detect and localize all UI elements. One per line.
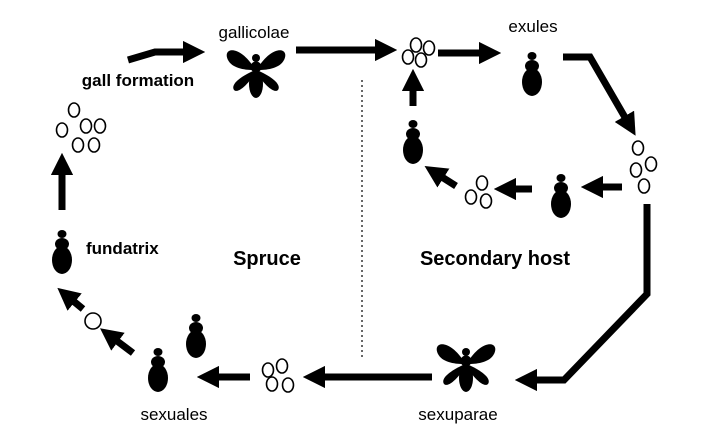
fundatrix-aphid-icon — [42, 221, 82, 280]
single-egg-icon — [84, 312, 102, 330]
secondary-host-aphid-icon — [541, 165, 581, 224]
fundatrix-label: fundatrix — [86, 239, 159, 258]
arrow-eggs-to-exules-generation — [424, 165, 458, 189]
sexuales-aphid-icon-1 — [176, 305, 216, 364]
eggs-gallicolae-group — [401, 37, 436, 68]
exules-label: exules — [508, 17, 557, 36]
arrow-sexuales-to-egg — [100, 328, 136, 356]
sexuparae-winged-aphid-icon — [436, 338, 496, 397]
eggs-right-group — [629, 140, 658, 194]
arrow-egg-to-fundatrix — [57, 287, 86, 312]
secondary-host-label: Secondary host — [420, 248, 570, 270]
eggs-bottom-group — [261, 358, 295, 393]
sexuales-aphid-icon-2 — [138, 339, 178, 398]
eggs-gall-formation-group — [55, 102, 107, 153]
exules-generation-aphid-icon — [393, 111, 433, 170]
arrow-to-sexuparae — [514, 204, 651, 392]
sexuales-label: sexuales — [140, 405, 207, 424]
arrow-gall-to-gallicolae — [127, 40, 206, 64]
gallicolae-label: gallicolae — [219, 23, 290, 42]
sexuparae-label: sexuparae — [418, 405, 497, 424]
gallicolae-winged-aphid-icon — [226, 44, 286, 103]
eggs-middle-group — [464, 175, 493, 209]
arrow-exules-to-eggs — [563, 53, 636, 136]
gall-formation-label: gall formation — [82, 71, 194, 90]
spruce-label: Spruce — [233, 248, 301, 270]
exules-aphid-icon — [512, 43, 552, 102]
